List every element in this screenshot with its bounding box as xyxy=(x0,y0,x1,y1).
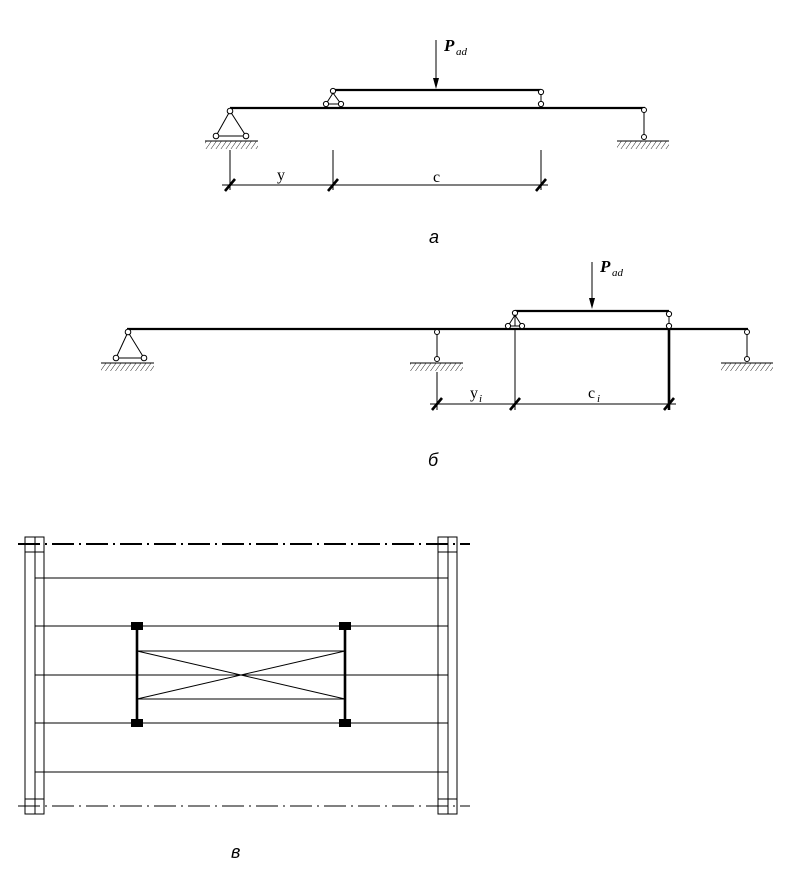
diagram-c: в xyxy=(18,536,470,862)
dimension-c-label: c xyxy=(433,169,440,186)
roller-support-right xyxy=(617,107,669,149)
caption-c: в xyxy=(231,842,240,862)
secondary-pin-support xyxy=(504,309,526,330)
roller-support-right xyxy=(721,329,773,371)
diagram-a: P ad y c а xyxy=(205,36,669,247)
wheel-block xyxy=(131,622,143,630)
ground-hatch xyxy=(410,363,463,371)
dimension-lines xyxy=(222,150,548,192)
wheel-block xyxy=(131,719,143,727)
pin-support-left xyxy=(205,107,258,149)
pin-support-left xyxy=(101,328,154,371)
ground-hatch xyxy=(617,141,669,149)
wheel-block xyxy=(339,622,351,630)
load-label: P xyxy=(443,36,455,55)
load-frame xyxy=(131,622,351,727)
load-subscript: ad xyxy=(612,267,624,279)
caption-a: а xyxy=(429,227,439,247)
secondary-roller-support xyxy=(665,310,673,330)
load-arrow xyxy=(589,262,595,309)
dimension-y-subscript: i xyxy=(479,393,482,405)
caption-b: б xyxy=(428,450,439,470)
load-arrow xyxy=(433,40,439,89)
secondary-roller-support xyxy=(537,88,545,108)
ground-hatch xyxy=(205,141,258,149)
load-subscript: ad xyxy=(456,46,468,58)
load-label: P xyxy=(599,257,611,276)
dimension-y-label: y xyxy=(470,385,478,402)
dimension-c-label: c xyxy=(588,385,595,402)
ground-hatch xyxy=(101,363,154,371)
dimension-lines xyxy=(430,330,676,411)
secondary-pin-support xyxy=(322,87,345,108)
roller-support-middle xyxy=(410,329,463,371)
diagram-b: P ad y i c i б xyxy=(101,257,773,470)
dimension-y-label: y xyxy=(277,167,285,184)
dimension-c-subscript: i xyxy=(597,393,600,405)
wheel-block xyxy=(339,719,351,727)
ground-hatch xyxy=(721,363,773,371)
